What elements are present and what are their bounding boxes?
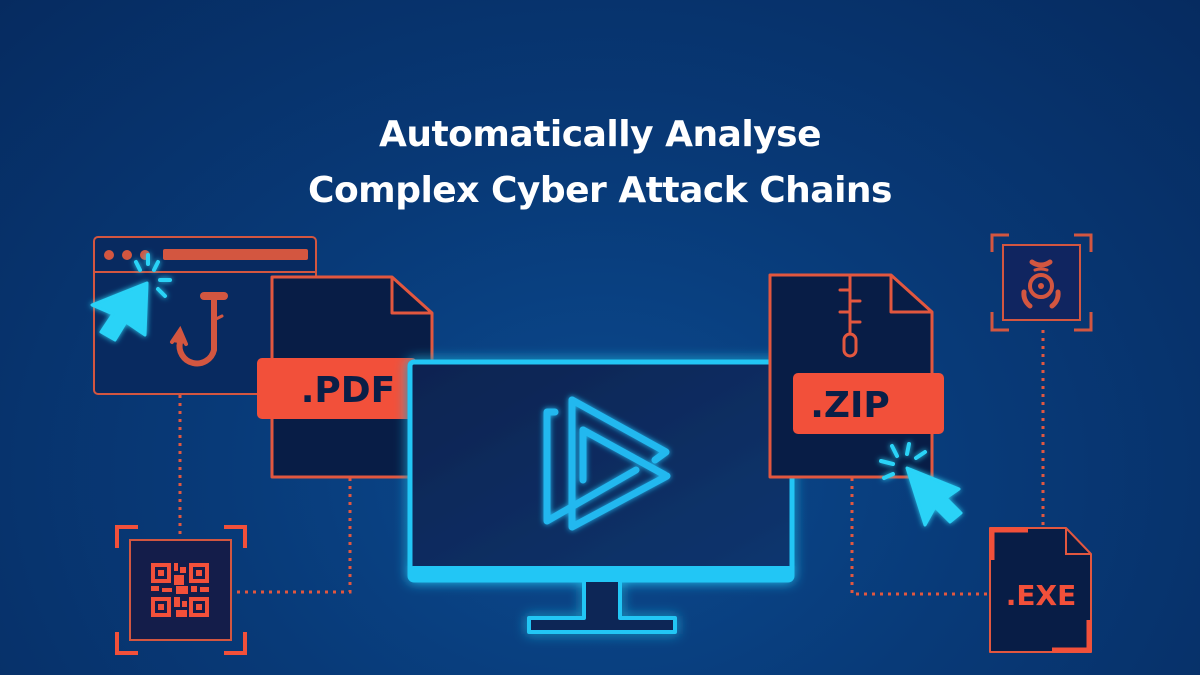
pdf-file: .PDF xyxy=(257,275,434,479)
pdf-label-band xyxy=(257,358,417,419)
connector-lines xyxy=(178,330,1045,596)
pdf-label: .PDF xyxy=(301,370,396,411)
monitor xyxy=(407,359,795,634)
monitor-screen xyxy=(407,359,795,583)
zip-label: .ZIP xyxy=(810,385,890,426)
play-logo-icon xyxy=(543,396,671,531)
phishing-browser-window xyxy=(93,236,317,395)
address-bar xyxy=(163,249,308,260)
exe-label: .EXE xyxy=(1006,579,1076,612)
qr-code-target xyxy=(115,525,247,655)
window-dot-1 xyxy=(104,250,114,260)
monitor-bezel-bottom xyxy=(410,566,792,580)
cursor-icon xyxy=(90,253,172,342)
monitor-stand xyxy=(527,582,677,634)
biohazard-icon xyxy=(1021,259,1061,309)
connector-pdf-to-qr xyxy=(230,478,352,594)
exe-file: .EXE xyxy=(989,527,1092,653)
window-dot-2 xyxy=(122,250,132,260)
qr-code-icon xyxy=(151,563,209,617)
zipper-icon xyxy=(838,273,862,358)
fishing-hook-icon xyxy=(170,292,228,367)
zip-label-band xyxy=(793,373,944,434)
biohazard-target xyxy=(990,233,1093,332)
connector-zip-to-exe xyxy=(850,478,990,596)
zip-file: .ZIP xyxy=(768,273,944,479)
cursor-icon xyxy=(879,442,963,527)
headline-line-1: Automatically Analyse xyxy=(378,114,822,155)
headline-line-2: Complex Cyber Attack Chains xyxy=(308,170,892,211)
